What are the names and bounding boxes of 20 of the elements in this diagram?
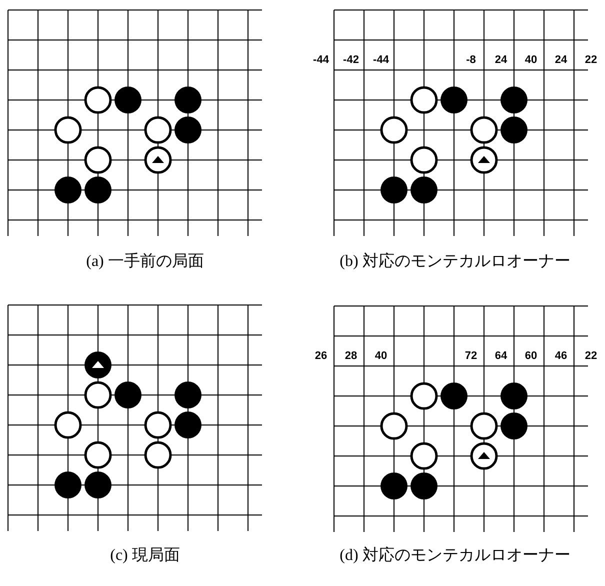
owner-value: 40 — [374, 350, 388, 362]
figure-caption: (a) 一手前の局面 — [86, 252, 204, 272]
owner-value: 24 — [494, 54, 508, 66]
owner-value: 40 — [524, 54, 538, 66]
owner-value: 64 — [494, 350, 508, 362]
owner-value: 46 — [554, 350, 568, 362]
owner-value: 22 — [584, 54, 598, 66]
figure-caption: (c) 現局面 — [110, 546, 180, 566]
owner-value: -44 — [373, 54, 389, 66]
owner-value: 22 — [584, 350, 598, 362]
owner-value: 26 — [314, 350, 328, 362]
figure-caption: (d) 対応のモンテカルロオーナー — [340, 546, 570, 566]
owner-value: 60 — [524, 350, 538, 362]
owner-value: 72 — [464, 350, 478, 362]
owner-value: -42 — [343, 54, 359, 66]
owner-value: -44 — [313, 54, 329, 66]
owner-value: 24 — [554, 54, 568, 66]
figure-caption: (b) 対応のモンテカルロオーナー — [340, 252, 570, 272]
owner-value: -8 — [466, 54, 476, 66]
owner-value: 28 — [344, 350, 358, 362]
